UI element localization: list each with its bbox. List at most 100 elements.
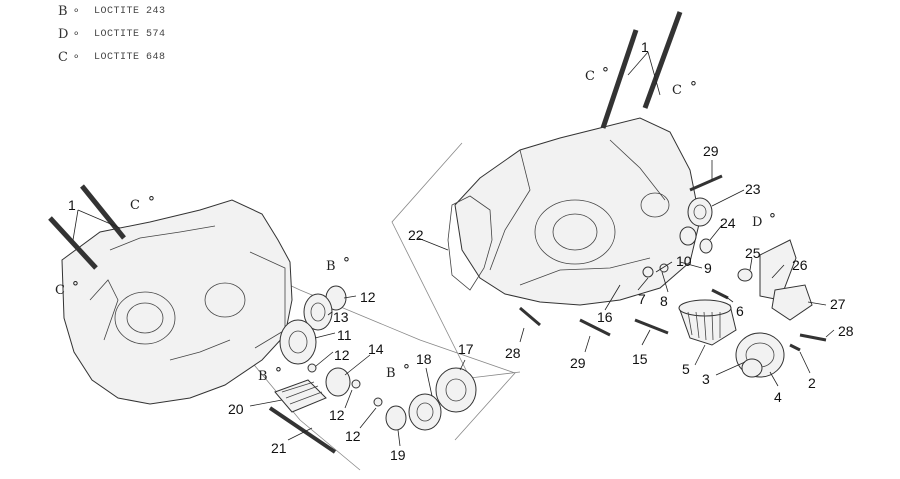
marker-letter: D [752, 215, 762, 230]
leader-line [715, 361, 746, 376]
callout-number: 22 [408, 227, 424, 243]
leader-line [637, 277, 649, 291]
bearing-large [435, 367, 477, 413]
left-crank-bore [114, 291, 176, 345]
drop-icon: ⚬ [401, 360, 412, 375]
drop-icon: ⚬ [273, 363, 284, 378]
callout-number: 20 [228, 401, 244, 417]
left-crank-bore-inner [126, 302, 164, 334]
bolt [789, 343, 801, 352]
stud [600, 29, 639, 129]
drop-icon: ⚬ [72, 29, 81, 40]
callout-number: 28 [838, 323, 854, 339]
loctite-legend: B ⚬ LOCTITE 243 D ⚬ LOCTITE 574 C ⚬ LOCT… [58, 0, 278, 69]
drop-icon: ⚬ [600, 63, 611, 78]
drop-icon: ⚬ [72, 6, 81, 17]
callout-number: 11 [337, 327, 352, 343]
stud [642, 11, 683, 109]
leader-line [655, 261, 673, 273]
cover-oring [741, 358, 763, 378]
leader-line [825, 329, 835, 338]
callout-number: 15 [632, 351, 648, 367]
bearing-inner [310, 302, 326, 322]
bearing-large [279, 319, 317, 365]
leader-line [711, 189, 745, 207]
callout-number: 1 [68, 197, 76, 213]
callout-number: 2 [808, 375, 816, 391]
marker-letter: C [55, 283, 65, 298]
bearing-large-inner [288, 330, 308, 354]
screen-mesh [281, 381, 323, 405]
leader-lines [72, 51, 835, 447]
leader-line [709, 224, 723, 241]
leader-line [315, 351, 334, 367]
callout-number: 25 [745, 245, 761, 261]
callout-number: 3 [702, 371, 710, 387]
seal-small [385, 405, 407, 431]
leader-line [647, 51, 661, 96]
filter-cover [735, 332, 785, 378]
legend-row-c: C ⚬ LOCTITE 648 [58, 46, 278, 69]
callout-number: 4 [774, 389, 782, 405]
leader-line [604, 284, 621, 311]
right-group-outline [391, 142, 521, 379]
callout-number: 29 [570, 355, 586, 371]
callout-number: 19 [390, 447, 406, 463]
loctite-markers: C ⚬ C ⚬ C ⚬ C ⚬ B ⚬ B ⚬ B ⚬ D ⚬ [55, 63, 778, 384]
leader-line [343, 295, 357, 299]
left-case-web [89, 279, 119, 341]
leader-line [72, 209, 79, 241]
filter-screen [274, 379, 327, 413]
callout-number: 23 [745, 181, 761, 197]
gasket [447, 195, 493, 291]
leader-line [425, 367, 433, 397]
callout-number: 12 [360, 289, 376, 305]
leader-line [661, 271, 669, 293]
callout-number: 14 [368, 341, 384, 357]
legend-text: LOCTITE 648 [94, 52, 166, 63]
left-shaft-bore [204, 282, 246, 318]
callout-number: 29 [703, 143, 719, 159]
bearings [279, 285, 477, 431]
callout-number: 13 [333, 309, 349, 325]
marker-letter: C [130, 198, 140, 213]
seal-ring [687, 197, 713, 227]
bolts [519, 174, 827, 352]
drop-icon: ⚬ [341, 253, 352, 268]
bearing-large-inner [445, 378, 467, 402]
drop-icon: ⚬ [688, 77, 699, 92]
callout-number: 8 [660, 293, 668, 309]
callout-number: 18 [416, 351, 432, 367]
left-studs [48, 184, 126, 270]
callout-number: 21 [271, 440, 287, 456]
leader-line [584, 335, 591, 353]
filter-pleats [687, 311, 721, 341]
callout-number: 27 [830, 296, 846, 312]
leader-line [459, 359, 466, 371]
stud [80, 184, 126, 240]
callout-number: 1 [641, 39, 649, 55]
marker-letter: C [585, 69, 595, 84]
bolt [634, 318, 669, 335]
seal-inner [416, 402, 434, 422]
right-crankcase [454, 117, 701, 306]
right-shaft-bore [640, 192, 670, 218]
part-callouts: 1 1 29 23 24 22 10 9 25 26 7 8 6 27 28 1… [68, 39, 854, 463]
oil-filter [678, 299, 737, 346]
callout-number: 10 [676, 253, 692, 269]
seal-ring-inner [693, 204, 707, 220]
legend-row-d: D ⚬ LOCTITE 574 [58, 23, 278, 46]
leader-line [771, 264, 785, 279]
drop-icon: ⚬ [70, 277, 81, 292]
drop-icon: ⚬ [72, 52, 81, 63]
drop-icon: ⚬ [767, 209, 778, 224]
marker-letter: B [386, 366, 396, 381]
left-case-web-lower [169, 339, 231, 361]
drop-icon: ⚬ [146, 192, 157, 207]
marker-letter: B [326, 259, 336, 274]
right-crank-bore [534, 199, 616, 265]
leader-line [327, 311, 333, 316]
leader-line [799, 351, 811, 374]
plug [351, 379, 361, 389]
